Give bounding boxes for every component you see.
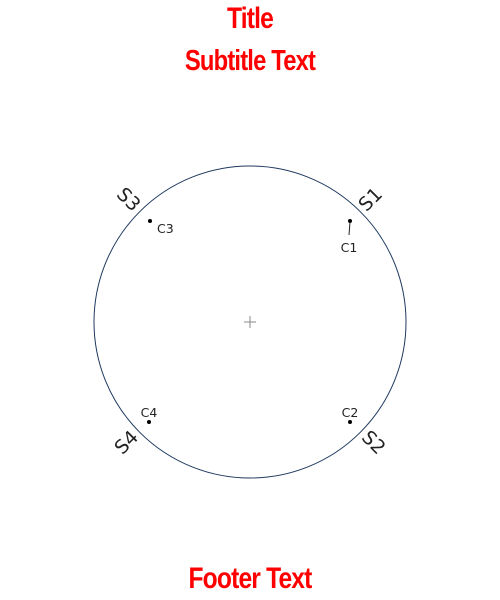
point-c4: C4	[141, 405, 158, 424]
point-c2-dot	[348, 420, 352, 424]
title: Title	[226, 2, 274, 35]
point-c2: C2	[342, 405, 359, 424]
center-cross-icon	[244, 316, 256, 328]
point-c1: C1	[341, 219, 358, 255]
footer: Footer Text	[188, 562, 312, 595]
point-c1-dot	[348, 219, 352, 223]
point-c1-tick	[348, 221, 351, 236]
point-c3-dot	[148, 219, 152, 223]
point-c3: C3	[148, 219, 174, 236]
point-c1-label: C1	[341, 240, 358, 255]
point-c3-label: C3	[157, 221, 174, 236]
point-c4-dot	[147, 420, 151, 424]
subtitle: Subtitle Text	[184, 45, 316, 77]
point-c4-label: C4	[141, 405, 158, 420]
point-c2-label: C2	[342, 405, 359, 420]
boundary-circle	[93, 165, 407, 479]
